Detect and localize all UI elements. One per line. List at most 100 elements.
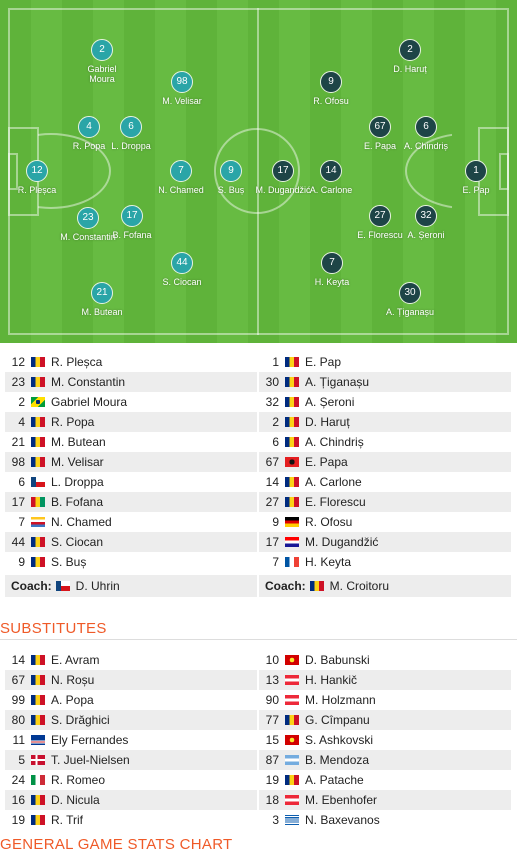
player-name[interactable]: R. Trif	[51, 813, 83, 827]
player-name[interactable]: R. Romeo	[51, 773, 106, 787]
player-name[interactable]: M. Dugandžić	[305, 535, 379, 549]
player-name[interactable]: R. Popa	[51, 415, 95, 429]
player-name[interactable]: G. Cîmpanu	[305, 713, 370, 727]
player-name[interactable]: H. Keyta	[305, 555, 352, 569]
player-name[interactable]: N. Chamed	[51, 515, 112, 529]
player-name[interactable]: E. Papa	[305, 455, 348, 469]
player-name[interactable]: E. Florescu	[305, 495, 366, 509]
player-name[interactable]: A. Chindriș	[305, 435, 364, 449]
player-name[interactable]: D. Babunski	[305, 653, 370, 667]
player-name[interactable]: B. Mendoza	[305, 753, 370, 767]
player-name[interactable]: A. Popa	[51, 693, 94, 707]
player-name[interactable]: E. Avram	[51, 653, 100, 667]
player-name[interactable]: Ely Fernandes	[51, 733, 129, 747]
player-name[interactable]: Gabriel Moura	[51, 395, 128, 409]
player-name[interactable]: M. Constantin	[51, 375, 126, 389]
player-name[interactable]: A. Șeroni	[305, 395, 355, 409]
away-coach-name[interactable]: M. Croitoru	[329, 579, 390, 593]
player-name[interactable]: A. Patache	[305, 773, 364, 787]
player-name[interactable]: A. Carlone	[305, 475, 362, 489]
player-name[interactable]: R. Ofosu	[305, 515, 353, 529]
player-name[interactable]: A. Țiganașu	[305, 375, 370, 389]
player-name[interactable]: S. Buș	[51, 555, 87, 569]
player-name[interactable]: B. Fofana	[51, 495, 104, 509]
player-name[interactable]: N. Roșu	[51, 673, 95, 687]
player-name[interactable]: D. Nicula	[51, 793, 100, 807]
player-name[interactable]: M. Velisar	[51, 455, 104, 469]
home-coach-name[interactable]: D. Uhrin	[75, 579, 120, 593]
player-name[interactable]: M. Butean	[51, 435, 106, 449]
player-name[interactable]: E. Pap	[305, 355, 342, 369]
player-name[interactable]: D. Haruț	[305, 415, 350, 429]
player-name[interactable]: T. Juel-Nielsen	[51, 753, 130, 767]
player-name[interactable]: N. Baxevanos	[305, 813, 380, 827]
player-name[interactable]: S. Drăghici	[51, 713, 110, 727]
player-name[interactable]: R. Pleșca	[51, 355, 103, 369]
player-name[interactable]: M. Holzmann	[305, 693, 376, 707]
player-name[interactable]: H. Hankič	[305, 673, 358, 687]
player-name[interactable]: S. Ciocan	[51, 535, 104, 549]
player-name[interactable]: M. Ebenhofer	[305, 793, 378, 807]
player-name[interactable]: L. Droppa	[51, 475, 104, 489]
